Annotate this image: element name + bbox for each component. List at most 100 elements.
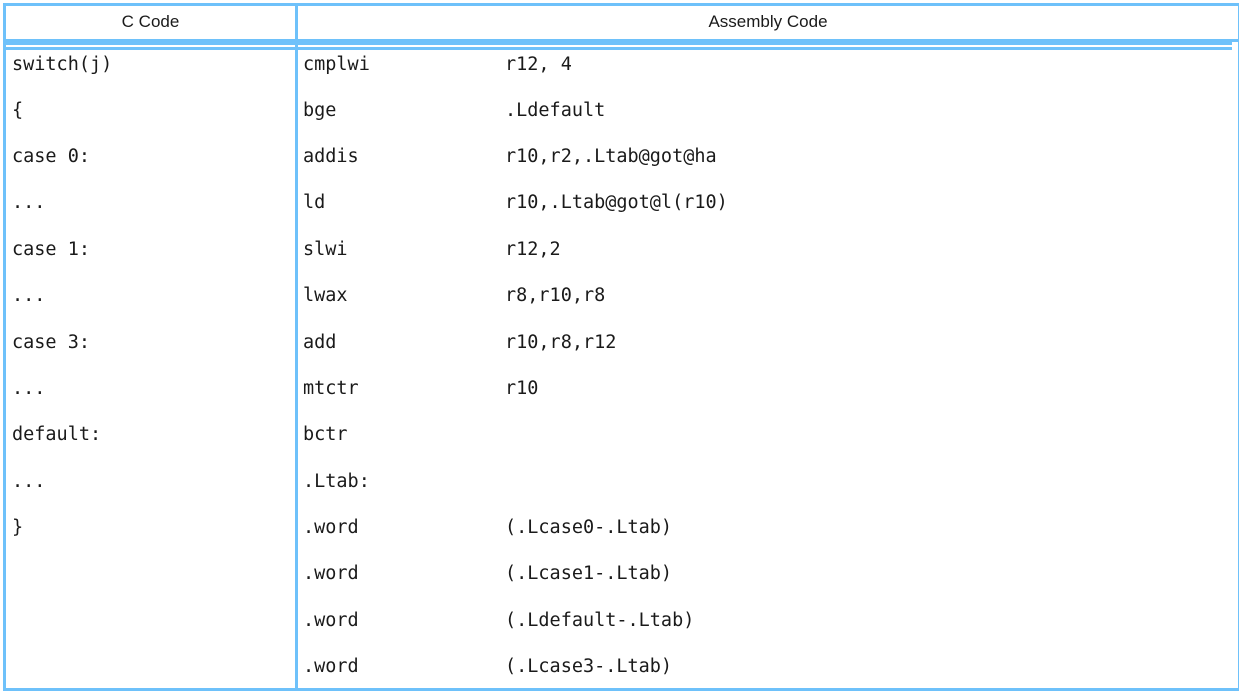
assembly-mnemonic: .word [303, 517, 359, 539]
c-code-cell: switch(j) [3, 38, 298, 87]
assembly-mnemonic: lwax [303, 285, 348, 307]
table-body: switch(j) cmplwi r12, 4 { bge .Ldefault case 0… [3, 38, 1239, 692]
c-code-line: ... [12, 285, 46, 307]
assembly-line: cmplwi r12, 4 [298, 54, 1238, 75]
assembly-line: lwax r8,r10,r8 [298, 285, 1238, 306]
c-code-cell: case 0: [3, 133, 298, 180]
table-row: .word (.Lcase1-.Ltab) [3, 550, 1239, 598]
c-code-cell [3, 550, 298, 598]
assembly-line: .Ltab: [298, 471, 1238, 492]
assembly-code-cell: .word (.Ldefault-.Ltab) [295, 597, 1239, 644]
code-comparison-table: C Code Assembly Code switch(j) cmplwi r12,… [3, 3, 1239, 692]
assembly-line: .word (.Lcase0-.Ltab) [298, 517, 1238, 538]
assembly-line: mtctr r10 [298, 378, 1238, 399]
assembly-operand: r10,.Ltab@got@l(r10) [505, 192, 728, 214]
assembly-mnemonic: bge [303, 99, 337, 121]
assembly-line: slwi r12,2 [298, 239, 1238, 260]
c-code-line: case 1: [12, 238, 90, 260]
code-comparison-table-container: C Code Assembly Code switch(j) cmplwi r12,… [3, 3, 1239, 692]
c-code-cell: ... [3, 458, 298, 505]
c-code-line: } [12, 517, 24, 539]
assembly-mnemonic: addis [303, 145, 359, 167]
assembly-operand: r10 [505, 377, 539, 399]
assembly-line: ld r10,.Ltab@got@l(r10) [298, 192, 1238, 213]
assembly-mnemonic: .word [303, 609, 359, 631]
column-header-assembly-code: Assembly Code [295, 3, 1239, 42]
c-code-line: ... [12, 470, 46, 492]
c-code-cell: { [3, 86, 298, 134]
assembly-code-cell: addis r10,r2,.Ltab@got@ha [295, 133, 1239, 180]
table-row: ... .Ltab: [3, 458, 1239, 505]
c-code-line: ... [12, 192, 46, 214]
assembly-code-cell: .word (.Lcase1-.Ltab) [295, 550, 1239, 598]
table-row: .word (.Lcase3-.Ltab) [3, 643, 1239, 692]
assembly-operand: r12, 4 [505, 53, 572, 75]
table-row: ... lwax r8,r10,r8 [3, 272, 1239, 319]
c-code-cell: ... [3, 179, 298, 227]
assembly-mnemonic: ld [303, 192, 326, 214]
assembly-mnemonic: add [303, 331, 337, 353]
c-code-cell: ... [3, 365, 298, 412]
assembly-code-cell: cmplwi r12, 4 [295, 38, 1239, 87]
c-code-cell: case 1: [3, 226, 298, 273]
table-row: switch(j) cmplwi r12, 4 [3, 38, 1239, 87]
assembly-mnemonic: bctr [303, 424, 348, 446]
assembly-operand: (.Lcase0-.Ltab) [505, 517, 673, 539]
assembly-code-cell: mtctr r10 [295, 365, 1239, 412]
c-code-cell: case 3: [3, 318, 298, 366]
assembly-line: .word (.Lcase3-.Ltab) [298, 656, 1238, 677]
c-code-line: { [12, 99, 24, 121]
c-code-line: switch(j) [12, 53, 113, 75]
assembly-operand: (.Lcase1-.Ltab) [505, 563, 673, 585]
assembly-mnemonic: .Ltab: [303, 470, 370, 492]
table-row: { bge .Ldefault [3, 86, 1239, 134]
assembly-mnemonic: mtctr [303, 377, 359, 399]
assembly-code-cell: .Ltab: [295, 458, 1239, 505]
assembly-operand: r8,r10,r8 [505, 285, 606, 307]
c-code-line: default: [12, 424, 102, 446]
c-code-line: ... [12, 377, 46, 399]
assembly-mnemonic: slwi [303, 238, 348, 260]
table-row: default: bctr [3, 411, 1239, 459]
assembly-code-cell: .word (.Lcase3-.Ltab) [295, 643, 1239, 692]
c-code-cell [3, 643, 298, 692]
table-row: .word (.Ldefault-.Ltab) [3, 597, 1239, 644]
assembly-code-cell: slwi r12,2 [295, 226, 1239, 273]
assembly-mnemonic: cmplwi [303, 53, 370, 75]
table-row: case 3: add r10,r8,r12 [3, 318, 1239, 366]
assembly-operand: r10,r8,r12 [505, 331, 617, 353]
assembly-code-cell: lwax r8,r10,r8 [295, 272, 1239, 319]
c-code-cell [3, 597, 298, 644]
assembly-operand: .Ldefault [505, 99, 606, 121]
assembly-line: add r10,r8,r12 [298, 332, 1238, 353]
c-code-cell: } [3, 504, 298, 551]
table-row: case 1: slwi r12,2 [3, 226, 1239, 273]
c-code-line: case 3: [12, 331, 90, 353]
table-header-row: C Code Assembly Code [3, 3, 1239, 42]
c-code-line: case 0: [12, 145, 90, 167]
assembly-code-cell: .word (.Lcase0-.Ltab) [295, 504, 1239, 551]
assembly-operand: (.Ldefault-.Ltab) [505, 609, 695, 631]
assembly-code-cell: bge .Ldefault [295, 86, 1239, 134]
table-row: ... ld r10,.Ltab@got@l(r10) [3, 179, 1239, 227]
assembly-mnemonic: .word [303, 563, 359, 585]
table-row: } .word (.Lcase0-.Ltab) [3, 504, 1239, 551]
assembly-line: bge .Ldefault [298, 100, 1238, 121]
assembly-operand: (.Lcase3-.Ltab) [505, 655, 673, 677]
assembly-line: .word (.Lcase1-.Ltab) [298, 563, 1238, 584]
table-row: ... mtctr r10 [3, 365, 1239, 412]
table-header: C Code Assembly Code [3, 3, 1239, 42]
table-row: case 0: addis r10,r2,.Ltab@got@ha [3, 133, 1239, 180]
assembly-code-cell: bctr [295, 411, 1239, 459]
assembly-code-cell: add r10,r8,r12 [295, 318, 1239, 366]
c-code-cell: ... [3, 272, 298, 319]
assembly-code-cell: ld r10,.Ltab@got@l(r10) [295, 179, 1239, 227]
assembly-mnemonic: .word [303, 655, 359, 677]
assembly-operand: r12,2 [505, 238, 561, 260]
assembly-line: addis r10,r2,.Ltab@got@ha [298, 146, 1238, 167]
c-code-cell: default: [3, 411, 298, 459]
assembly-operand: r10,r2,.Ltab@got@ha [505, 145, 717, 167]
column-header-c-code: C Code [3, 3, 298, 42]
assembly-line: bctr [298, 424, 1238, 445]
assembly-line: .word (.Ldefault-.Ltab) [298, 610, 1238, 631]
